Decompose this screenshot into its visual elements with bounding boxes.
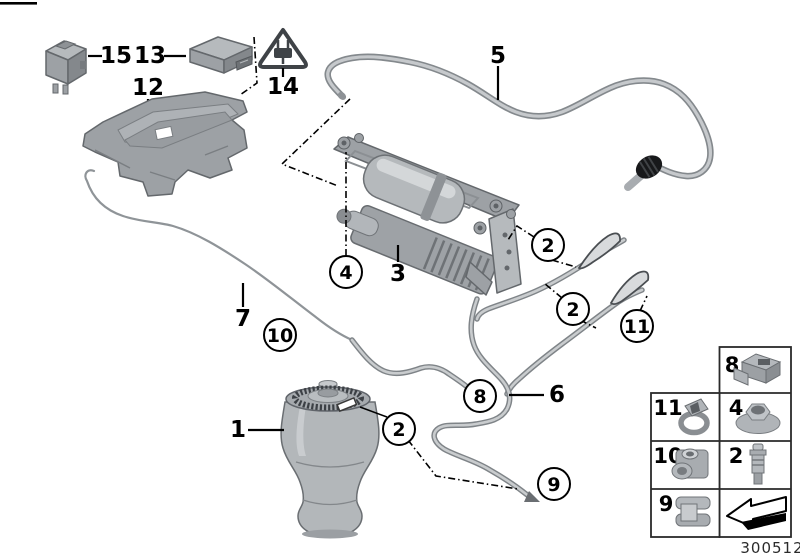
callout-12[interactable]: 12 — [132, 75, 164, 101]
callout-2a[interactable]: 2 — [541, 235, 554, 257]
legend-cell-8[interactable]: 8 — [725, 353, 782, 386]
grommet-nut-icon — [735, 403, 781, 434]
legend-cell-9[interactable]: 9 — [659, 492, 711, 527]
leader-2b — [543, 282, 563, 299]
holder-clamp-icon — [671, 448, 709, 480]
leader-module-triangle — [239, 36, 258, 96]
legend-num-11[interactable]: 11 — [653, 396, 682, 420]
callout-6[interactable]: 6 — [549, 382, 565, 408]
legend-cell-11[interactable]: 11 — [653, 396, 710, 436]
callout-circle-11[interactable] — [620, 309, 654, 343]
valve-marker — [336, 396, 358, 413]
spring-clip-icon — [678, 398, 710, 436]
callout-15[interactable]: 15 — [100, 43, 132, 69]
callout-10[interactable]: 10 — [267, 325, 293, 347]
line-end-loop-b — [609, 270, 650, 306]
warning-triangle-icon — [258, 28, 308, 69]
u-clip-icon — [675, 496, 711, 527]
legend-num-4[interactable]: 4 — [729, 396, 744, 420]
callout-2b[interactable]: 2 — [566, 299, 579, 321]
legend-cell-4[interactable]: 4 — [729, 396, 781, 434]
callout-2c[interactable]: 2 — [392, 419, 405, 441]
callout-circle-2c[interactable] — [382, 412, 416, 446]
line-end-loop-a — [577, 232, 621, 270]
callout-9[interactable]: 9 — [547, 474, 560, 496]
callout-13[interactable]: 13 — [134, 43, 166, 69]
callout-7[interactable]: 7 — [235, 306, 251, 332]
callout-circle-2b[interactable] — [556, 292, 590, 326]
legend-table: 8 11 4 — [650, 346, 792, 538]
callout-circle-8[interactable] — [463, 379, 497, 413]
callout-5[interactable]: 5 — [490, 43, 506, 69]
callout-circle-10[interactable] — [263, 318, 297, 352]
frame-line-fragment — [0, 2, 37, 5]
leader-11 — [639, 295, 648, 312]
legend-num-9[interactable]: 9 — [659, 492, 674, 516]
legend-cell-10[interactable]: 10 — [653, 444, 709, 480]
direction-arrow-icon — [726, 496, 787, 530]
footer-code: 300512 — [740, 539, 800, 557]
bracket-clip-icon — [733, 353, 782, 386]
callout-8[interactable]: 8 — [473, 386, 486, 408]
leader-line5-compressor — [280, 98, 351, 187]
callout-14[interactable]: 14 — [267, 74, 299, 100]
callout-11[interactable]: 11 — [624, 316, 650, 338]
leader-2a — [507, 224, 535, 241]
leader-2c — [407, 439, 519, 490]
leader-2c-marker — [359, 406, 388, 418]
callout-circle-4[interactable] — [329, 255, 363, 289]
air-line-7-part — [84, 169, 354, 342]
callout-3[interactable]: 3 — [390, 261, 406, 287]
callout-1[interactable]: 1 — [230, 417, 246, 443]
valve-fitting-icon — [749, 443, 767, 485]
air-line-rear-parts — [349, 232, 650, 502]
callout-4[interactable]: 4 — [339, 262, 352, 284]
relay-part — [45, 40, 87, 95]
callout-circle-9[interactable] — [537, 467, 571, 501]
air-line-5-part — [324, 53, 714, 191]
line-5-grommet — [635, 155, 663, 179]
line-end-tip — [524, 491, 540, 502]
compressor-part — [333, 133, 522, 296]
control-module-part — [189, 36, 253, 74]
air-spring-part — [280, 380, 380, 539]
callout-circle-2a[interactable] — [531, 228, 565, 262]
legend-num-2[interactable]: 2 — [729, 444, 744, 468]
mounting-bracket-part — [82, 91, 248, 197]
legend-cell-2[interactable]: 2 — [729, 443, 767, 485]
